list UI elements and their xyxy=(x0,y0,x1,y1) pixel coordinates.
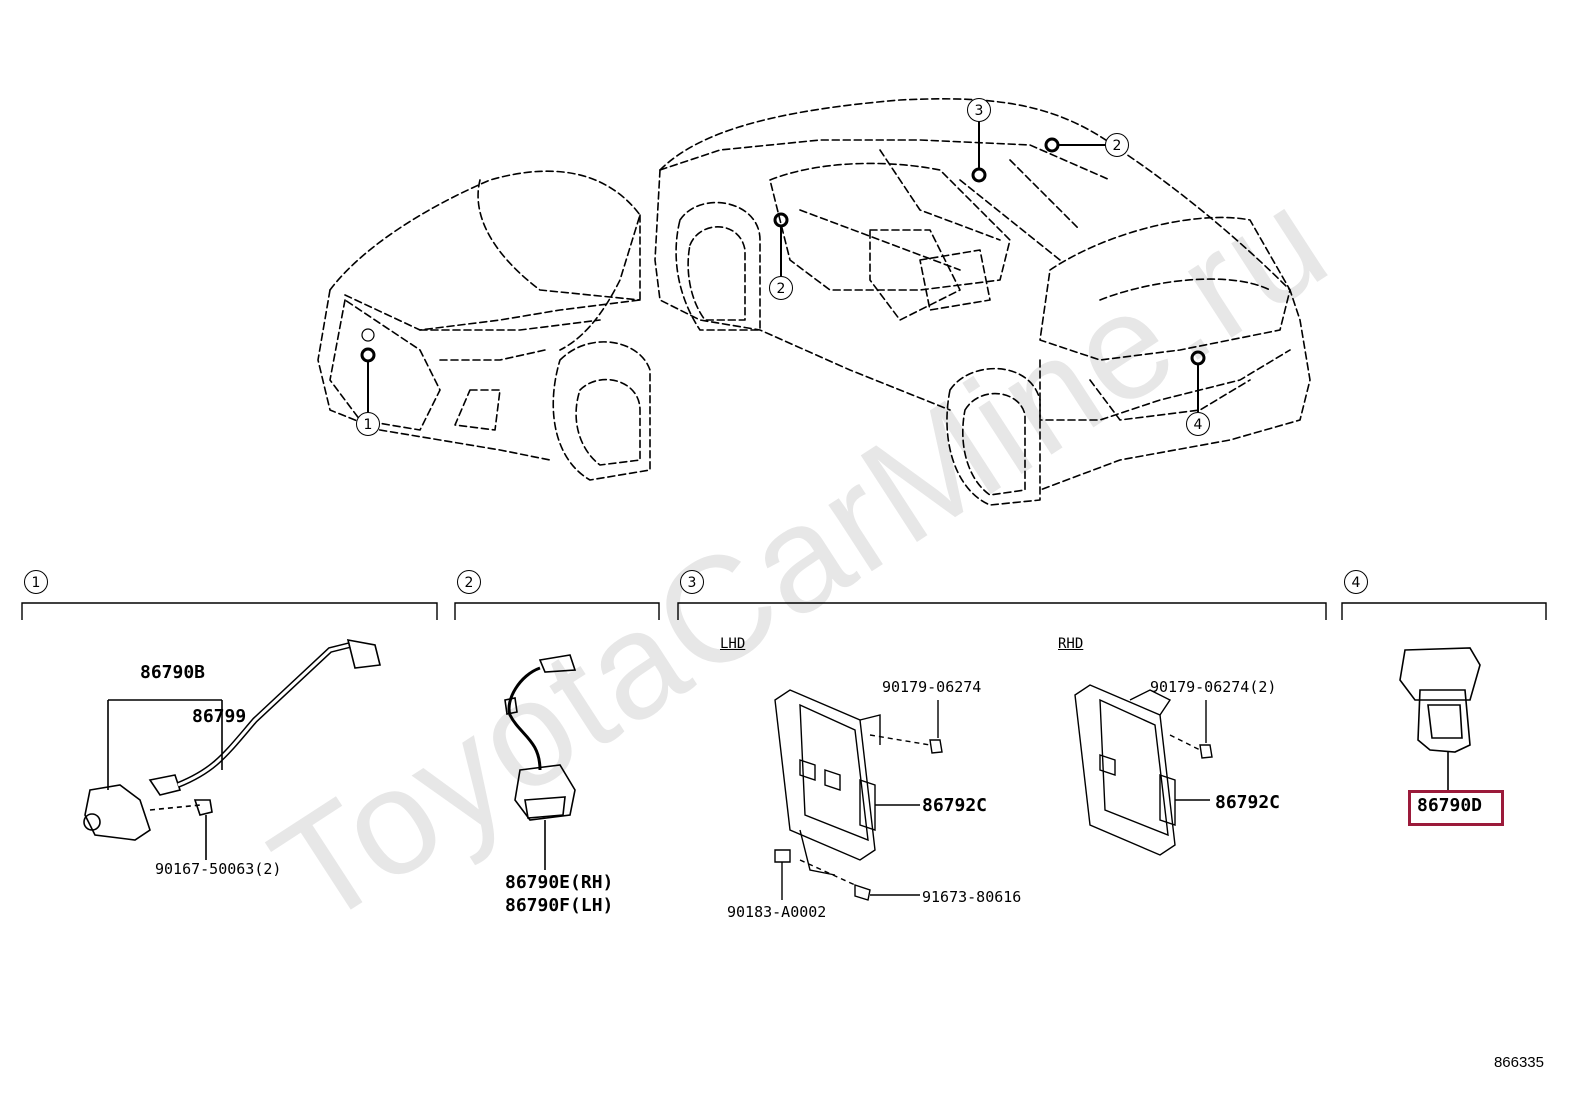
part-label-86792C-lhd[interactable]: 86792C xyxy=(922,795,988,816)
car-marker-4: 4 xyxy=(1186,412,1210,436)
part-label-90167-50063[interactable]: 90167-50063(2) xyxy=(155,860,282,878)
lhd-label: LHD xyxy=(720,636,746,652)
section-3-rhd-parts xyxy=(1074,684,1213,856)
part-label-86799[interactable]: 86799 xyxy=(192,706,247,727)
part-label-90179-06274-lhd[interactable]: 90179-06274 xyxy=(882,678,982,696)
car-marker-2-left: 2 xyxy=(769,276,793,300)
highlight-box xyxy=(1408,790,1504,826)
section-4-parts xyxy=(1399,647,1481,792)
part-label-90183-A0002[interactable]: 90183-A0002 xyxy=(727,903,827,921)
car-marker-3: 3 xyxy=(967,98,991,122)
front-car-illustration xyxy=(317,170,651,481)
part-label-86792C-rhd[interactable]: 86792C xyxy=(1215,792,1281,813)
part-label-86790E[interactable]: 86790E(RH) xyxy=(505,872,614,893)
section-2-number: 2 xyxy=(457,570,481,594)
diagram-code: 866335 xyxy=(1493,1054,1544,1071)
car-marker-2-right: 2 xyxy=(1105,133,1129,157)
section-3-lhd-parts xyxy=(774,689,943,901)
section-1-parts xyxy=(83,638,381,860)
rhd-label: RHD xyxy=(1058,636,1084,652)
part-label-90179-06274-rhd[interactable]: 90179-06274(2) xyxy=(1150,678,1277,696)
rear-car-illustration xyxy=(654,98,1311,506)
part-label-91673-80616[interactable]: 91673-80616 xyxy=(922,888,1022,906)
part-label-86790B[interactable]: 86790B xyxy=(140,662,206,683)
section-3-number: 3 xyxy=(680,570,704,594)
section-1-number: 1 xyxy=(24,570,48,594)
section-4-number: 4 xyxy=(1344,570,1368,594)
section-2-parts xyxy=(504,654,577,870)
car-marker-1: 1 xyxy=(356,412,380,436)
part-label-86790F[interactable]: 86790F(LH) xyxy=(505,895,614,916)
part-label-86790D[interactable]: 86790D xyxy=(1417,795,1483,816)
